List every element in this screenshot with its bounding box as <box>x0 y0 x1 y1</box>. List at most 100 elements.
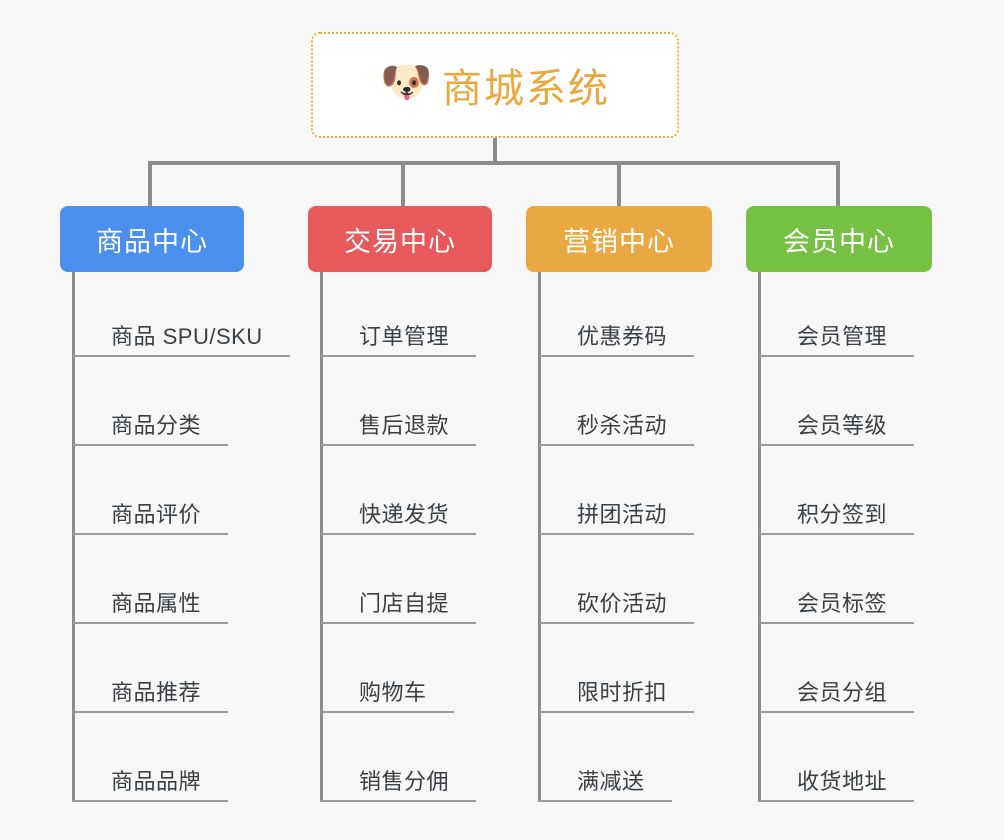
branch-column: 交易中心订单管理售后退款快递发货门店自提购物车销售分佣 <box>308 206 492 806</box>
leaf-item-underline <box>539 800 672 802</box>
leaf-item-label: 满减送 <box>577 769 645 794</box>
branch-header-label: 商品中心 <box>96 226 208 257</box>
root-node[interactable]: 🐶 商城系统 <box>311 32 679 138</box>
leaf-item-label: 门店自提 <box>359 591 450 616</box>
leaf-item-underline <box>73 711 228 713</box>
leaf-item-underline <box>321 533 476 535</box>
leaf-item-underline <box>759 533 914 535</box>
leaf-item-underline <box>759 355 914 357</box>
branch-items: 会员管理会员等级积分签到会员标签会员分组收货地址 <box>758 272 932 806</box>
leaf-item-label: 砍价活动 <box>577 591 668 616</box>
leaf-item-label: 优惠券码 <box>577 324 668 349</box>
branch-items: 商品 SPU/SKU 商品分类商品评价商品属性商品推荐商品品牌 <box>72 272 290 806</box>
leaf-item-underline <box>321 355 476 357</box>
connector-root-stem <box>493 138 497 164</box>
branch-trunk-line <box>320 272 323 802</box>
branch-items: 优惠券码秒杀活动拼团活动砍价活动限时折扣满减送 <box>538 272 712 806</box>
branch-header-label: 会员中心 <box>783 226 895 257</box>
leaf-item-label: 商品品牌 <box>111 769 202 794</box>
leaf-item-underline <box>321 622 476 624</box>
leaf-item[interactable]: 快递发货 <box>320 450 492 539</box>
leaf-item[interactable]: 会员标签 <box>758 539 932 628</box>
branch-header-3[interactable]: 营销中心 <box>526 206 712 272</box>
leaf-item-underline <box>759 711 914 713</box>
leaf-item-label: 商品属性 <box>111 591 202 616</box>
leaf-item[interactable]: 商品 SPU/SKU <box>72 272 290 361</box>
leaf-item-label: 商品评价 <box>111 502 202 527</box>
leaf-item[interactable]: 订单管理 <box>320 272 492 361</box>
branch-trunk-line <box>758 272 761 802</box>
leaf-item-underline <box>73 355 290 357</box>
leaf-item-label: 会员分组 <box>797 680 888 705</box>
leaf-item-label: 秒杀活动 <box>577 413 668 438</box>
leaf-item-label: 商品分类 <box>111 413 202 438</box>
leaf-item-label: 会员等级 <box>797 413 888 438</box>
leaf-item-underline <box>73 444 228 446</box>
leaf-item-label: 购物车 <box>359 680 427 705</box>
root-title: 商城系统 <box>442 67 610 111</box>
leaf-item-underline <box>759 622 914 624</box>
leaf-item-underline <box>321 444 476 446</box>
connector-drop-1 <box>148 161 152 207</box>
leaf-item[interactable]: 秒杀活动 <box>538 361 712 450</box>
leaf-item[interactable]: 商品品牌 <box>72 717 244 806</box>
leaf-item-underline <box>73 533 228 535</box>
leaf-item-label: 售后退款 <box>359 413 450 438</box>
shiba-dog-face-icon: 🐶 <box>380 58 433 105</box>
branch-column: 商品中心商品 SPU/SKU 商品分类商品评价商品属性商品推荐商品品牌 <box>60 206 290 806</box>
leaf-item-label: 限时折扣 <box>577 680 668 705</box>
leaf-item-underline <box>321 800 476 802</box>
leaf-item-label: 会员管理 <box>797 324 888 349</box>
branch-trunk-line <box>72 272 75 802</box>
leaf-item-underline <box>73 800 228 802</box>
leaf-item-label: 会员标签 <box>797 591 888 616</box>
leaf-item-underline <box>539 444 694 446</box>
branch-header-1[interactable]: 商品中心 <box>60 206 244 272</box>
leaf-item-label: 快递发货 <box>359 502 450 527</box>
leaf-item-underline <box>73 622 228 624</box>
leaf-item[interactable]: 售后退款 <box>320 361 492 450</box>
leaf-item[interactable]: 会员管理 <box>758 272 932 361</box>
leaf-item-underline <box>539 711 694 713</box>
leaf-item[interactable]: 商品属性 <box>72 539 244 628</box>
leaf-item-label: 收货地址 <box>797 769 888 794</box>
leaf-item[interactable]: 商品评价 <box>72 450 244 539</box>
leaf-item-underline <box>759 800 914 802</box>
branch-header-label: 交易中心 <box>344 226 456 257</box>
leaf-item[interactable]: 拼团活动 <box>538 450 712 539</box>
leaf-item[interactable]: 收货地址 <box>758 717 932 806</box>
leaf-item[interactable]: 销售分佣 <box>320 717 492 806</box>
leaf-item[interactable]: 会员等级 <box>758 361 932 450</box>
leaf-item[interactable]: 满减送 <box>538 717 712 806</box>
leaf-item-underline <box>321 711 454 713</box>
connector-drop-2 <box>401 161 405 207</box>
branch-column: 会员中心会员管理会员等级积分签到会员标签会员分组收货地址 <box>746 206 932 806</box>
branch-items: 订单管理售后退款快递发货门店自提购物车销售分佣 <box>320 272 492 806</box>
connector-drop-4 <box>836 161 840 207</box>
leaf-item-underline <box>539 355 694 357</box>
branch-trunk-line <box>538 272 541 802</box>
leaf-item-label: 销售分佣 <box>359 769 450 794</box>
leaf-item-label: 订单管理 <box>359 324 450 349</box>
leaf-item[interactable]: 会员分组 <box>758 628 932 717</box>
leaf-item-underline <box>539 533 694 535</box>
leaf-item[interactable]: 门店自提 <box>320 539 492 628</box>
connector-horizontal-bus <box>148 161 839 165</box>
leaf-item[interactable]: 优惠券码 <box>538 272 712 361</box>
leaf-item[interactable]: 商品分类 <box>72 361 244 450</box>
leaf-item[interactable]: 商品推荐 <box>72 628 244 717</box>
branch-header-4[interactable]: 会员中心 <box>746 206 932 272</box>
leaf-item-underline <box>539 622 694 624</box>
leaf-item[interactable]: 限时折扣 <box>538 628 712 717</box>
branch-header-label: 营销中心 <box>563 226 675 257</box>
leaf-item[interactable]: 砍价活动 <box>538 539 712 628</box>
leaf-item[interactable]: 积分签到 <box>758 450 932 539</box>
leaf-item-label: 拼团活动 <box>577 502 668 527</box>
connector-drop-3 <box>617 161 621 207</box>
leaf-item-label: 商品推荐 <box>111 680 202 705</box>
leaf-item[interactable]: 购物车 <box>320 628 492 717</box>
leaf-item-underline <box>759 444 914 446</box>
leaf-item-label: 商品 SPU/SKU <box>111 324 263 349</box>
branch-header-2[interactable]: 交易中心 <box>308 206 492 272</box>
